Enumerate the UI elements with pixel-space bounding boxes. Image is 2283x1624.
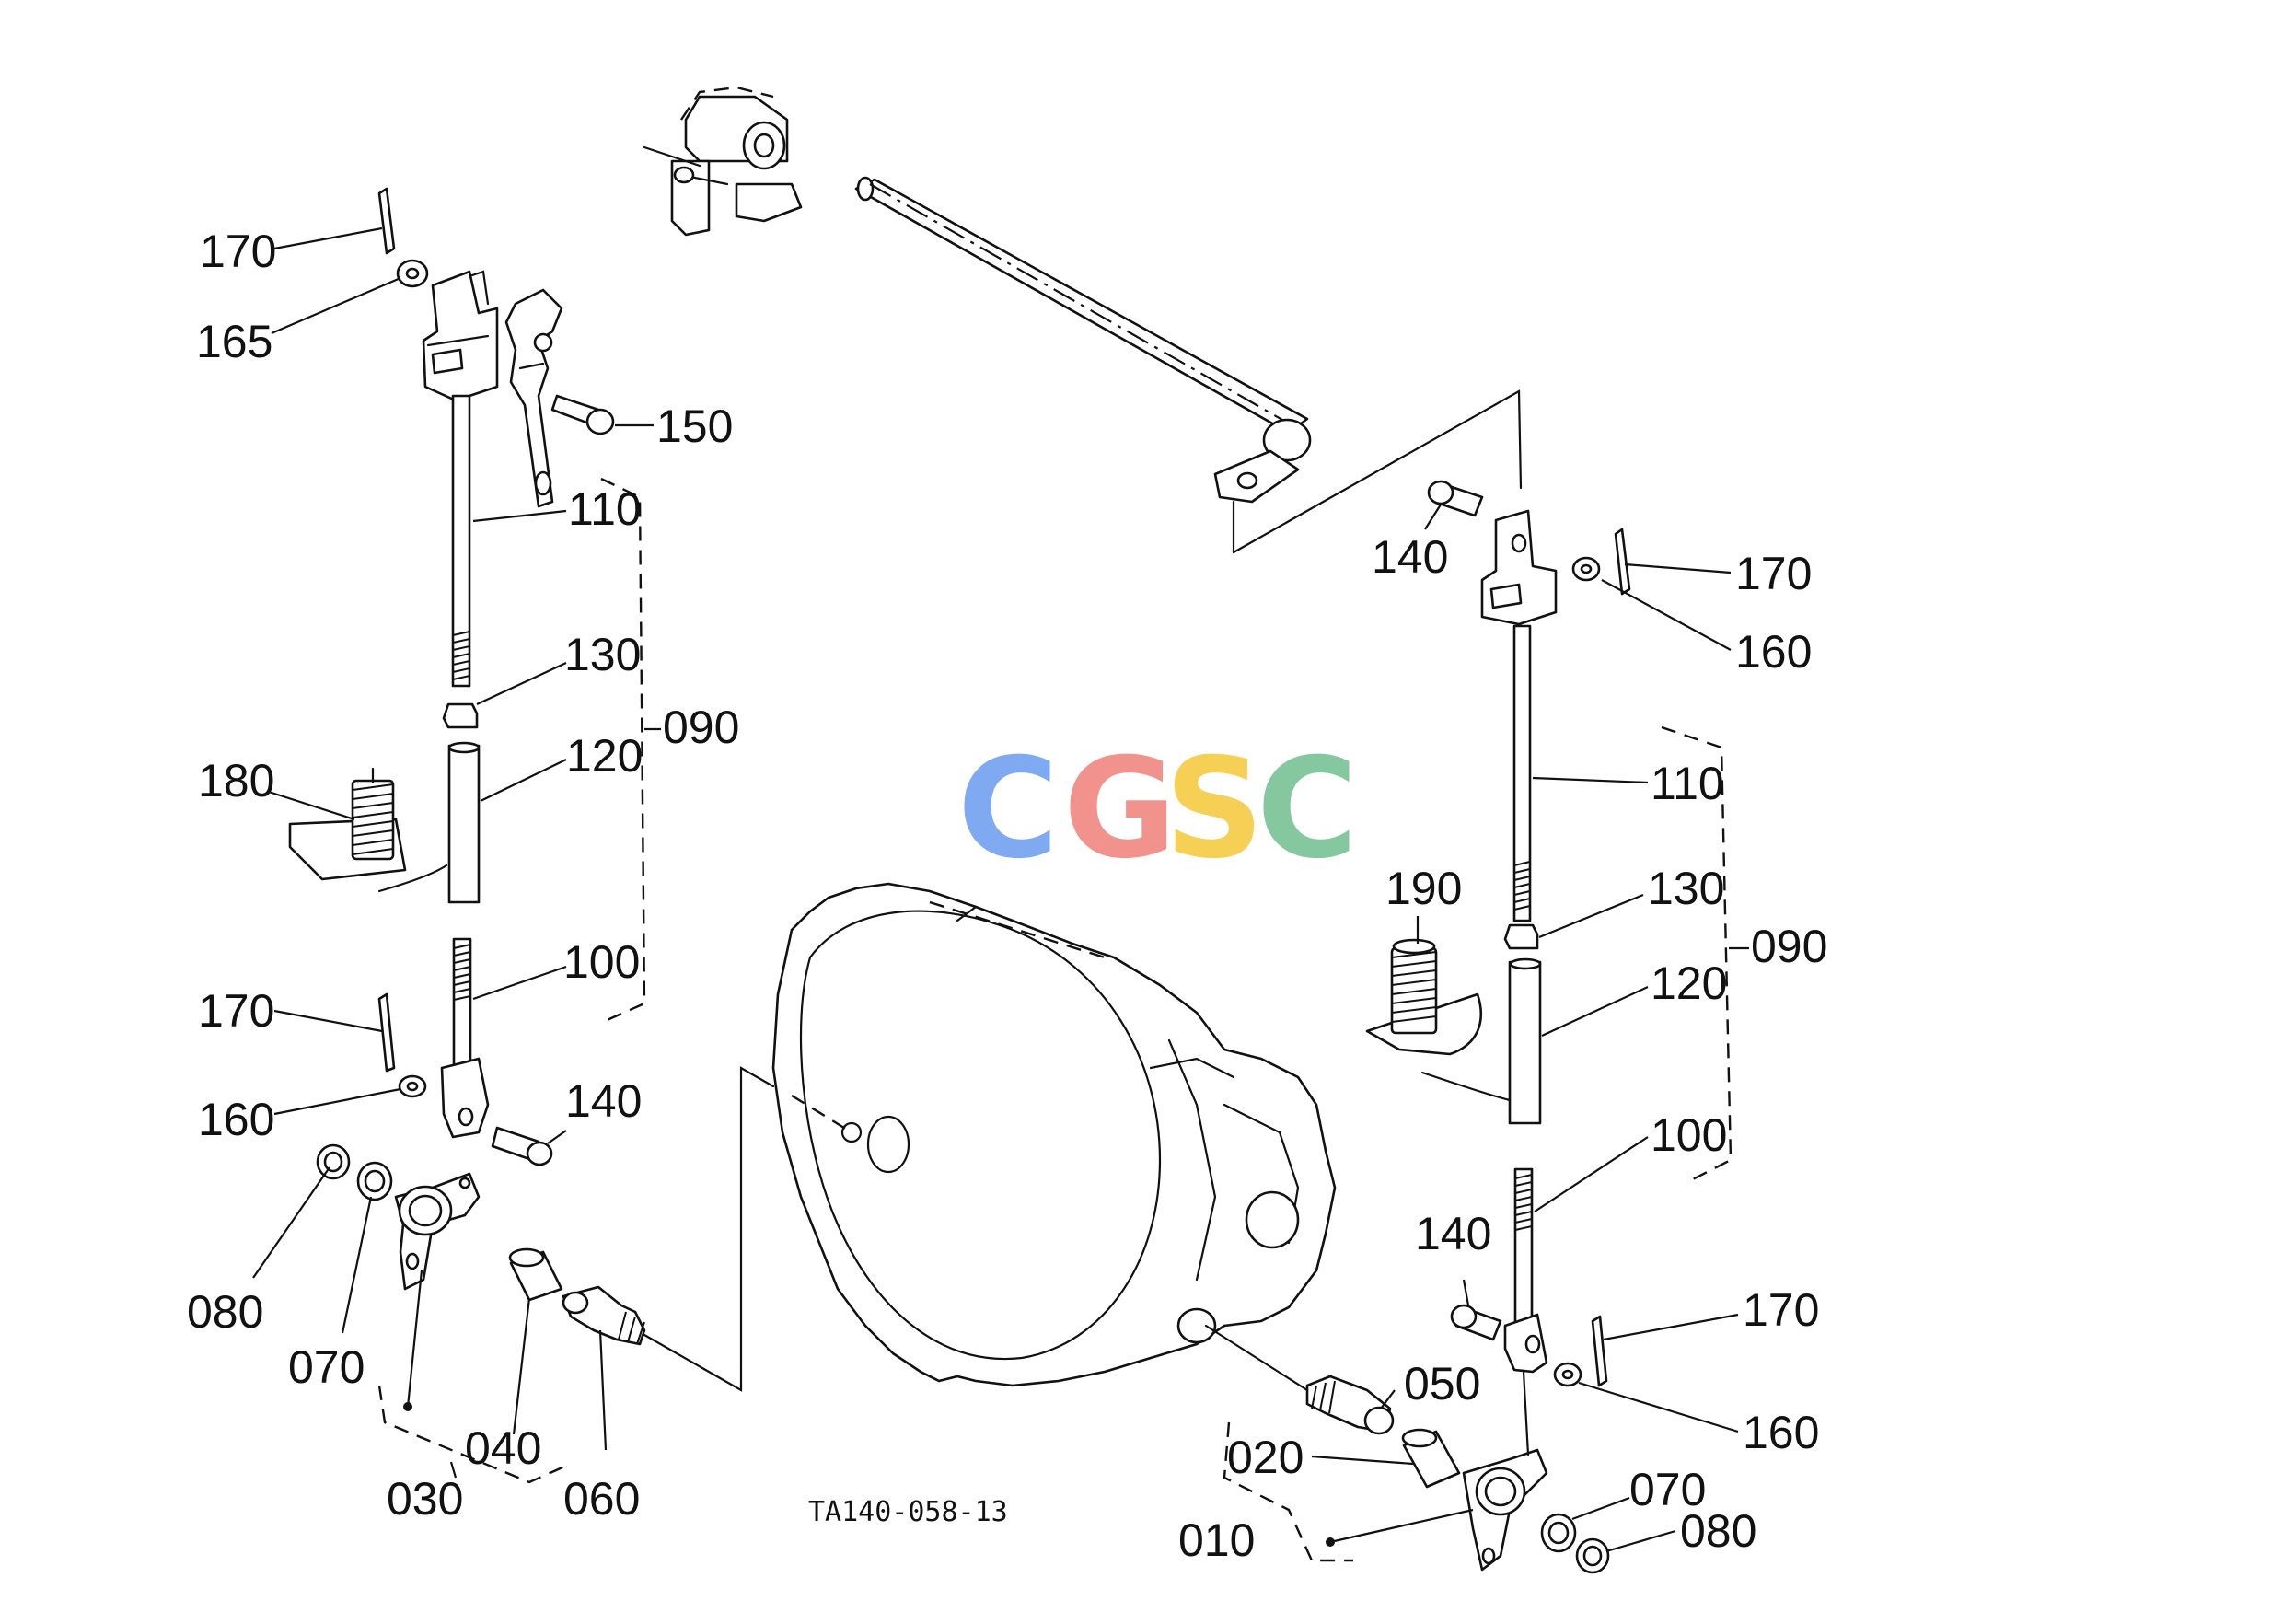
callout-150: 150 [656, 400, 733, 452]
callout-100-left: 100 [563, 936, 640, 988]
callout-030: 030 [387, 1473, 463, 1525]
watermark-letter-c2: C [1257, 729, 1358, 889]
watermark-letter-c1: C [957, 729, 1059, 889]
callout-050: 050 [1404, 1358, 1480, 1409]
assembly-dot-030 [403, 1402, 412, 1411]
callout-170-top-left: 170 [200, 226, 276, 277]
callout-060: 060 [563, 1473, 640, 1525]
drawing-reference-code: TA140-058-13 [808, 1496, 1008, 1528]
callout-110-right: 110 [1651, 758, 1724, 809]
callout-100-right: 100 [1651, 1109, 1727, 1161]
callout-180: 180 [198, 755, 274, 806]
callout-110-left: 110 [568, 483, 642, 535]
callout-190: 190 [1385, 863, 1462, 914]
callout-090-left: 090 [663, 702, 739, 753]
callouts-left: 170 165 150 110 130 090 180 120 100 170 … [187, 226, 739, 1525]
upper-bracket-drawing [643, 86, 803, 237]
watermark-letter-s: S [1165, 729, 1264, 889]
callout-140-bottom-right: 140 [1415, 1208, 1491, 1259]
callout-130-right: 130 [1648, 863, 1724, 914]
callout-120-right: 120 [1651, 957, 1727, 1009]
callout-080-left: 080 [187, 1286, 263, 1338]
callout-080-right: 080 [1680, 1505, 1756, 1557]
callout-140-top-right: 140 [1372, 531, 1448, 583]
watermark-logo: C G S C [957, 729, 1358, 889]
callout-170-bottom-right: 170 [1743, 1284, 1819, 1336]
callout-140-left: 140 [565, 1075, 642, 1127]
right-rod-assembly-drawing [1204, 480, 1631, 1574]
callout-070-left: 070 [288, 1341, 365, 1393]
leader-lines [252, 226, 1749, 1562]
callouts-right: 140 170 160 110 190 130 090 120 100 140 … [1178, 531, 1827, 1566]
cross-shaft-drawing [854, 176, 1523, 554]
assembly-dot-010 [1326, 1537, 1335, 1547]
transmission-housing-drawing [771, 882, 1337, 1387]
left-rod-assembly-drawing [288, 187, 775, 1392]
callout-165: 165 [196, 316, 272, 367]
callout-130-left: 130 [564, 629, 641, 680]
callout-120-left: 120 [566, 730, 643, 782]
callout-160-top-right: 160 [1735, 626, 1812, 678]
callout-020: 020 [1227, 1432, 1304, 1483]
callout-170-mid-left: 170 [198, 985, 274, 1037]
callout-070-right: 070 [1629, 1464, 1706, 1515]
callout-040: 040 [465, 1422, 541, 1474]
callout-160-left: 160 [198, 1094, 274, 1145]
callout-090-right: 090 [1751, 921, 1827, 972]
callout-160-bottom-right: 160 [1743, 1407, 1819, 1458]
watermark-letter-g: G [1063, 729, 1176, 889]
callout-170-top-right: 170 [1735, 548, 1812, 599]
callout-010: 010 [1178, 1514, 1255, 1566]
